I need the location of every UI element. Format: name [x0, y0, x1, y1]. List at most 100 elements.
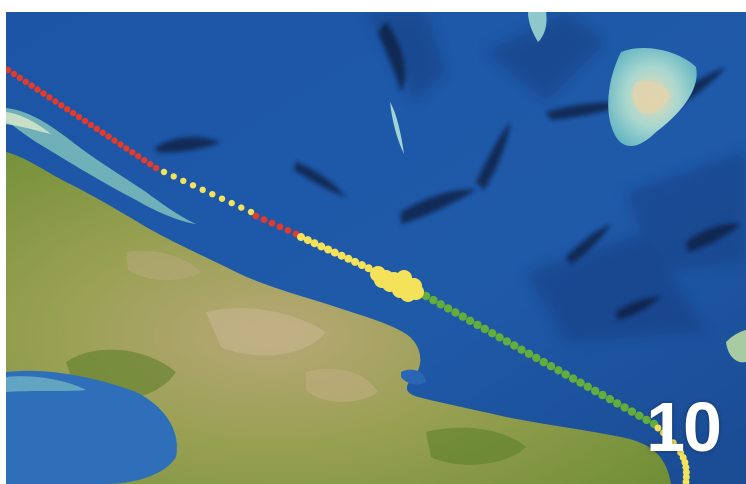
track-point-yellow — [682, 468, 690, 476]
track-point-yellow — [364, 264, 373, 273]
track-point-green — [458, 312, 467, 321]
track-point-yellow — [337, 251, 346, 260]
track-point-yellow — [351, 257, 360, 266]
track-point-red — [40, 90, 47, 97]
track-point-yellow — [673, 444, 681, 452]
track-point-green — [502, 337, 512, 346]
track-point-green — [613, 399, 622, 408]
track-point-red — [46, 94, 53, 101]
track-point-green — [473, 320, 482, 330]
track-point-yellow — [344, 254, 353, 263]
track-point-yellow — [682, 478, 690, 484]
mainland — [6, 108, 671, 484]
ridge-shadows — [156, 22, 741, 320]
track-point-yellow — [160, 168, 168, 176]
track-point-green — [532, 353, 541, 363]
track-point-green — [642, 415, 651, 425]
island-east-edge — [726, 330, 746, 363]
track-point-red — [99, 129, 106, 136]
track-point-red — [276, 223, 284, 231]
island-cays — [390, 102, 404, 154]
track-point-green — [620, 403, 629, 412]
track-point-green — [554, 366, 563, 375]
track-point-red — [129, 149, 136, 156]
track-point-yellow — [324, 245, 333, 254]
track-point-green — [510, 341, 519, 350]
track-point-yellow — [199, 186, 206, 193]
track-point-yellow — [665, 434, 672, 442]
track-point-green — [488, 329, 497, 338]
track-point-yellow — [357, 261, 366, 270]
track-point-red — [28, 82, 35, 89]
track-point-red — [111, 137, 118, 144]
track-point-yellow — [170, 173, 177, 180]
hurricane-track — [6, 66, 690, 484]
track-point-green — [546, 362, 556, 371]
track-point-red — [75, 113, 83, 121]
track-point-green — [576, 378, 585, 387]
track-point-red — [16, 74, 23, 81]
track-point-red — [52, 98, 59, 105]
track-point-yellow — [310, 239, 319, 248]
track-point-green — [421, 291, 431, 301]
track-point-red — [6, 66, 12, 74]
track-point-yellow — [654, 424, 662, 432]
satellite-map[interactable]: 10 — [6, 12, 746, 484]
track-point-red — [87, 121, 95, 129]
track-point-red — [146, 160, 154, 168]
track-point-green — [451, 308, 460, 317]
track-point-red — [117, 141, 124, 148]
track-point-green — [539, 357, 548, 367]
track-point-red — [69, 109, 77, 117]
track-point-green — [429, 295, 438, 305]
track-point-red — [268, 219, 276, 227]
track-point-red — [93, 125, 101, 132]
track-point-green — [635, 411, 644, 420]
track-point-red — [10, 70, 18, 78]
track-point-green — [436, 300, 445, 309]
track-point-red — [81, 117, 89, 125]
track-point-red — [252, 212, 260, 220]
track-point-yellow — [297, 233, 305, 241]
map-canvas — [6, 12, 746, 484]
track-point-red — [58, 102, 65, 109]
track-point-green — [465, 316, 475, 325]
track-point-red — [64, 106, 71, 113]
island-northeast — [608, 47, 697, 147]
track-point-yellow — [247, 208, 255, 216]
track-point-yellow — [209, 191, 216, 198]
track-point-red — [141, 157, 148, 164]
track-point-yellow — [669, 439, 677, 447]
track-point-green — [517, 345, 526, 354]
track-point-yellow — [406, 278, 422, 294]
track-point-red — [135, 153, 142, 160]
track-point-green — [627, 407, 637, 416]
track-point-green — [605, 395, 615, 404]
track-point-yellow — [180, 177, 187, 185]
track-point-green — [443, 304, 453, 313]
bay-shallows — [6, 376, 86, 392]
track-point-green — [591, 386, 600, 396]
frame-number: 10 — [646, 388, 722, 466]
track-point-green — [568, 374, 578, 383]
track-point-red — [152, 164, 160, 172]
bay — [6, 370, 177, 484]
track-point-yellow — [317, 242, 326, 251]
track-point-red — [260, 216, 268, 224]
track-point-green — [598, 390, 607, 400]
island-small-north — [528, 12, 547, 42]
track-point-red — [22, 78, 29, 86]
track-point-yellow — [374, 272, 390, 288]
seafloor-relief — [366, 12, 746, 342]
track-point-yellow — [659, 429, 667, 437]
track-point-red — [105, 133, 112, 140]
track-point-green — [583, 382, 592, 391]
track-point-yellow — [189, 182, 197, 189]
coastal-inlet — [401, 369, 426, 385]
track-point-red — [284, 227, 292, 234]
track-point-green — [524, 349, 534, 358]
track-point-green — [495, 333, 504, 342]
track-point-yellow — [238, 204, 245, 211]
track-point-yellow — [330, 248, 339, 257]
track-point-red — [34, 86, 41, 93]
